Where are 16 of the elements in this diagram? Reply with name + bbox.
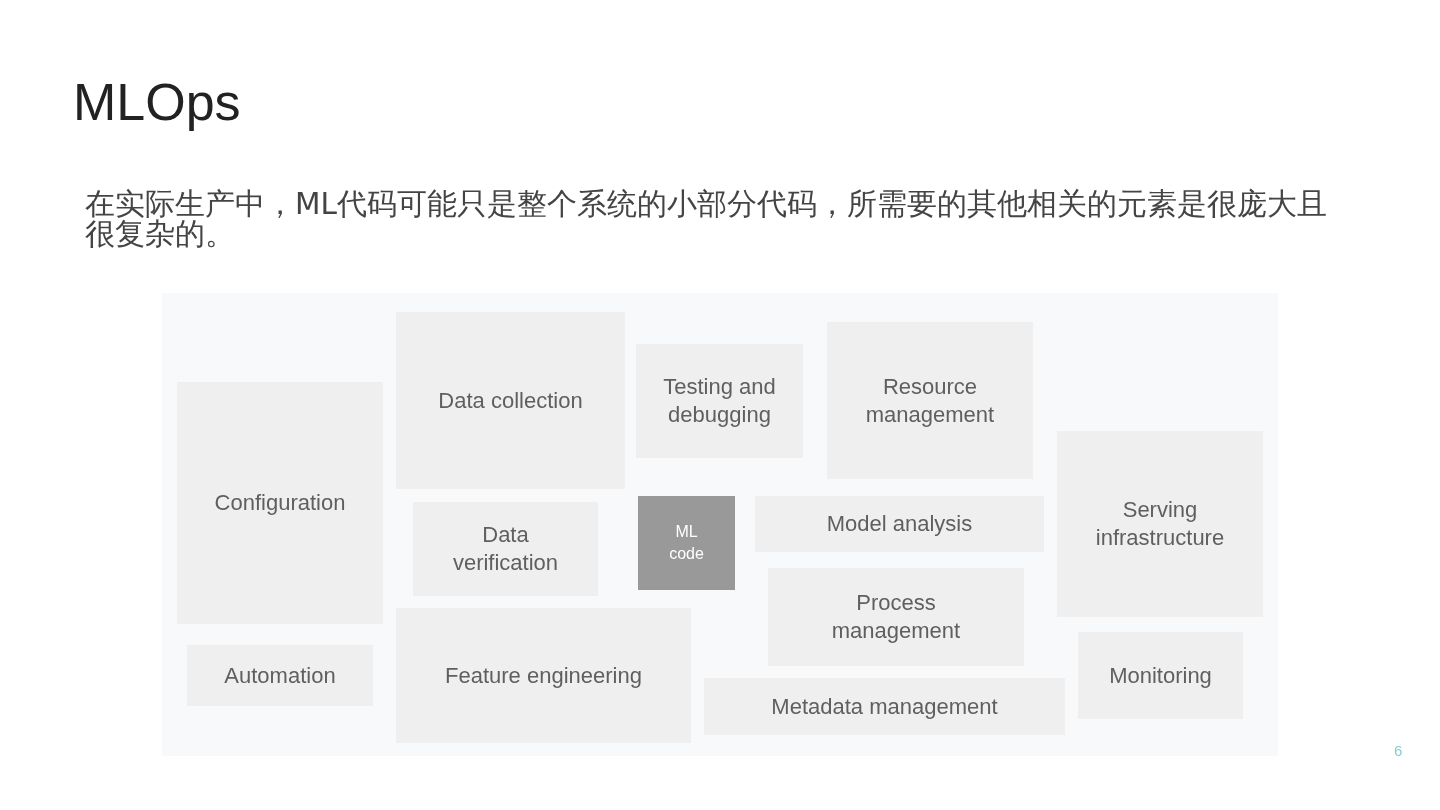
component-box: Metadata management bbox=[704, 678, 1065, 735]
component-box: Data collection bbox=[396, 312, 625, 489]
component-box: ML code bbox=[638, 496, 735, 590]
component-box: Feature engineering bbox=[396, 608, 691, 743]
slide-title: MLOps bbox=[73, 72, 241, 133]
component-box: Testing and debugging bbox=[636, 344, 803, 458]
component-box: Process management bbox=[768, 568, 1024, 666]
component-box: Automation bbox=[187, 645, 373, 706]
page-number: 6 bbox=[1394, 742, 1403, 760]
component-box: Configuration bbox=[177, 382, 383, 624]
component-box: Data verification bbox=[413, 502, 598, 596]
component-box: Serving infrastructure bbox=[1057, 431, 1263, 617]
component-box: Model analysis bbox=[755, 496, 1044, 552]
component-box: Resource management bbox=[827, 322, 1033, 479]
description-text: 在实际生产中，ML代码可能只是整个系统的小部分代码，所需要的其他相关的元素是很庞大且很复杂的。 bbox=[85, 189, 1328, 249]
component-box: Monitoring bbox=[1078, 632, 1243, 719]
